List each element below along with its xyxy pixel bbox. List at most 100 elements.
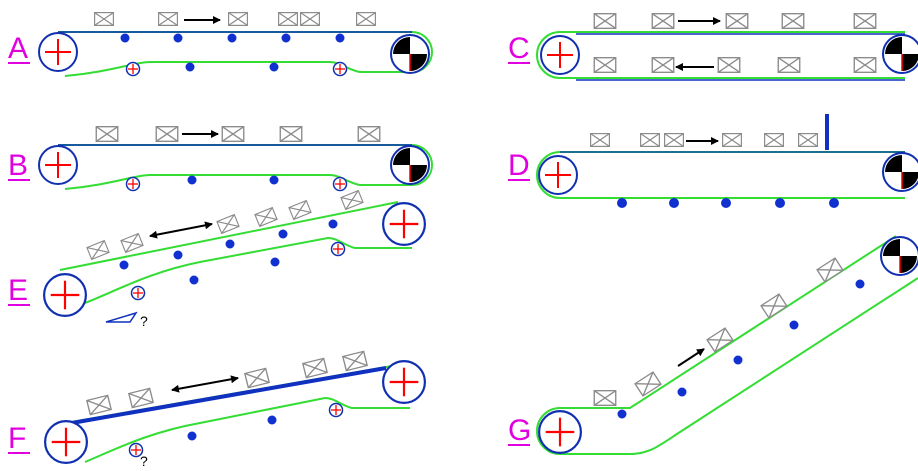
box — [342, 350, 368, 372]
boxes-lower — [593, 57, 877, 73]
box — [634, 371, 662, 397]
tail-roller — [43, 273, 87, 317]
box — [706, 327, 734, 353]
support-rollers — [617, 198, 839, 208]
box — [288, 199, 312, 221]
box — [593, 390, 617, 406]
question-mark: ? — [140, 313, 148, 329]
box — [300, 12, 320, 26]
box — [228, 12, 248, 26]
angle-indicator — [105, 311, 138, 323]
belt-loop — [58, 144, 433, 190]
panel-label-e: E — [8, 274, 28, 307]
support-rollers — [187, 175, 279, 185]
return-idler — [130, 285, 146, 301]
panel-d: D — [508, 114, 918, 208]
box — [651, 57, 675, 73]
boxes — [95, 126, 381, 142]
box — [279, 126, 303, 142]
panel-label-c: C — [508, 32, 530, 65]
drive-pulley — [882, 152, 918, 192]
support-rollers — [617, 279, 865, 419]
panel-b: B — [8, 126, 433, 192]
belt-load-surface — [65, 366, 387, 426]
box — [593, 13, 617, 29]
box — [722, 133, 742, 147]
box — [86, 394, 112, 416]
box — [816, 257, 844, 283]
drive-pulley — [880, 236, 918, 276]
box — [798, 133, 818, 147]
belt-loop — [536, 151, 905, 199]
box — [760, 293, 788, 319]
box — [221, 126, 245, 142]
support-rollers — [119, 219, 338, 285]
boxes — [94, 12, 376, 26]
tail-roller — [538, 410, 582, 454]
box — [120, 232, 144, 254]
question-mark: ? — [140, 453, 148, 466]
box — [158, 12, 178, 26]
support-rollers — [120, 33, 345, 72]
box — [593, 57, 617, 73]
panel-label-d: D — [508, 149, 530, 182]
box — [254, 206, 278, 228]
box — [86, 239, 110, 261]
drive-pulley — [390, 34, 430, 74]
box — [94, 12, 114, 26]
box — [278, 12, 298, 26]
panel-e: E ? — [8, 189, 426, 329]
box — [590, 133, 610, 147]
boxes — [86, 350, 368, 416]
box — [244, 367, 270, 389]
box — [357, 126, 381, 142]
panel-c: C — [508, 13, 918, 81]
tail-roller — [538, 155, 578, 195]
tail-roller — [38, 32, 78, 72]
box — [781, 13, 805, 29]
belt-loop — [58, 31, 433, 77]
return-idler — [125, 176, 141, 192]
box — [216, 213, 240, 235]
support-rollers — [187, 415, 277, 441]
box — [155, 126, 179, 142]
head-roller — [382, 360, 426, 404]
box — [356, 12, 376, 26]
return-idler — [328, 402, 344, 418]
boxes — [593, 257, 844, 406]
return-idler — [330, 241, 346, 257]
belt-loop — [59, 201, 412, 304]
return-idler — [125, 61, 141, 77]
head-roller — [382, 202, 426, 246]
panel-g: G — [508, 235, 918, 455]
bidirectional-arrow — [149, 221, 213, 239]
box — [640, 133, 660, 147]
return-idler — [332, 61, 348, 77]
drive-pulley — [390, 145, 430, 185]
direction-arrow — [677, 348, 705, 367]
panel-a: A — [8, 12, 433, 77]
tail-roller — [44, 420, 88, 464]
bidirectional-arrow — [171, 375, 239, 393]
boxes — [86, 189, 364, 261]
tail-roller — [38, 145, 78, 185]
box — [128, 387, 154, 409]
box — [853, 13, 877, 29]
belt-loop — [536, 235, 918, 455]
boxes-upper — [593, 13, 877, 29]
box — [664, 133, 684, 147]
box — [340, 189, 364, 211]
return-idler — [332, 176, 348, 192]
panel-label-g: G — [508, 414, 531, 447]
box — [95, 126, 119, 142]
box — [853, 57, 877, 73]
panel-label-a: A — [8, 32, 28, 65]
panel-label-b: B — [8, 149, 28, 182]
panel-f: F ? — [8, 350, 426, 469]
box — [725, 13, 749, 29]
box — [764, 133, 784, 147]
panel-label-f: F — [8, 422, 26, 455]
tail-roller — [540, 35, 580, 75]
